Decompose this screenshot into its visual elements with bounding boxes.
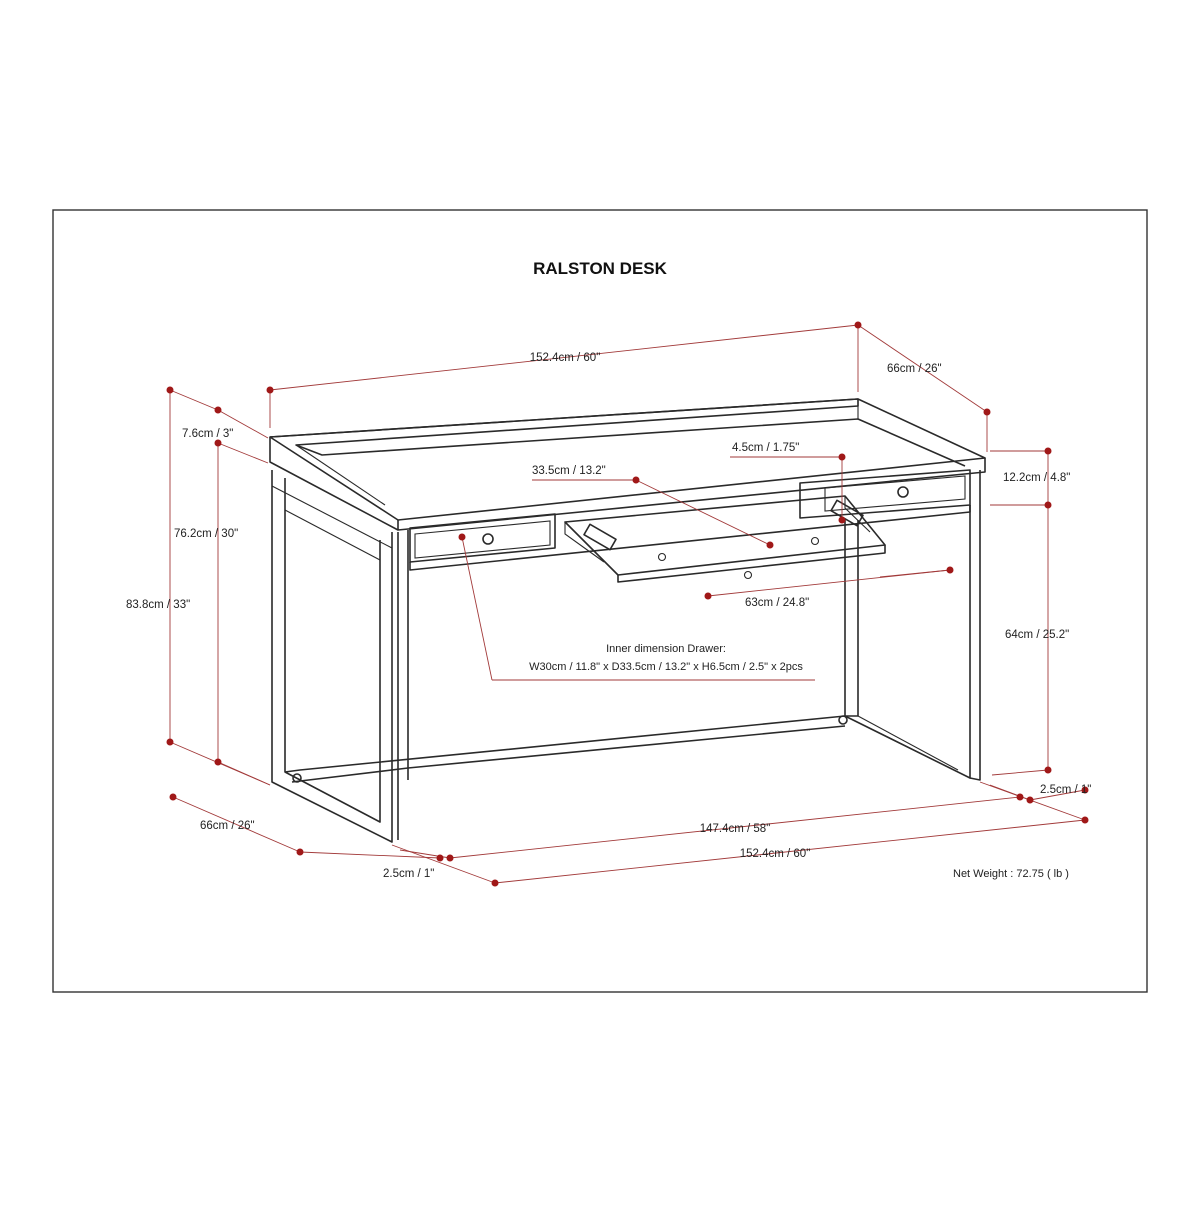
inner-width-label: 147.4cm / 58" (700, 823, 771, 835)
tray-thickness-label: 4.5cm / 1.75" (732, 442, 799, 454)
net-weight-label: Net Weight : 72.75 ( lb ) (953, 868, 1069, 880)
top-width-label: 152.4cm / 60" (530, 352, 601, 364)
diagram-title: RALSTON DESK (533, 259, 668, 278)
dimension-dots (166, 321, 1089, 887)
dimension-lines (169, 324, 1086, 884)
drawer-note-line1: Inner dimension Drawer: (606, 643, 726, 655)
desk-height-label: 76.2cm / 30" (174, 528, 238, 540)
base-depth-label: 66cm / 26" (200, 820, 255, 832)
overall-height-label: 83.8cm / 33" (126, 599, 190, 611)
top-depth-label: 66cm / 26" (887, 363, 942, 375)
drawer-note-line2: W30cm / 11.8" x D33.5cm / 13.2" x H6.5cm… (529, 661, 803, 673)
diagram-border (52, 209, 1148, 993)
right-leg-thickness-label: 2.5cm / 1" (1040, 784, 1091, 796)
drawer-height-label: 12.2cm / 4.8" (1003, 472, 1070, 484)
desk-illustration (269, 398, 986, 843)
gallery-height-label: 7.6cm / 3" (182, 428, 233, 440)
base-width-label: 152.4cm / 60" (740, 848, 811, 860)
tray-width-label: 63cm / 24.8" (745, 597, 809, 609)
knee-clearance-label: 64cm / 25.2" (1005, 629, 1069, 641)
tray-depth-label: 33.5cm / 13.2" (532, 465, 606, 477)
left-leg-thickness-label: 2.5cm / 1" (383, 868, 434, 880)
